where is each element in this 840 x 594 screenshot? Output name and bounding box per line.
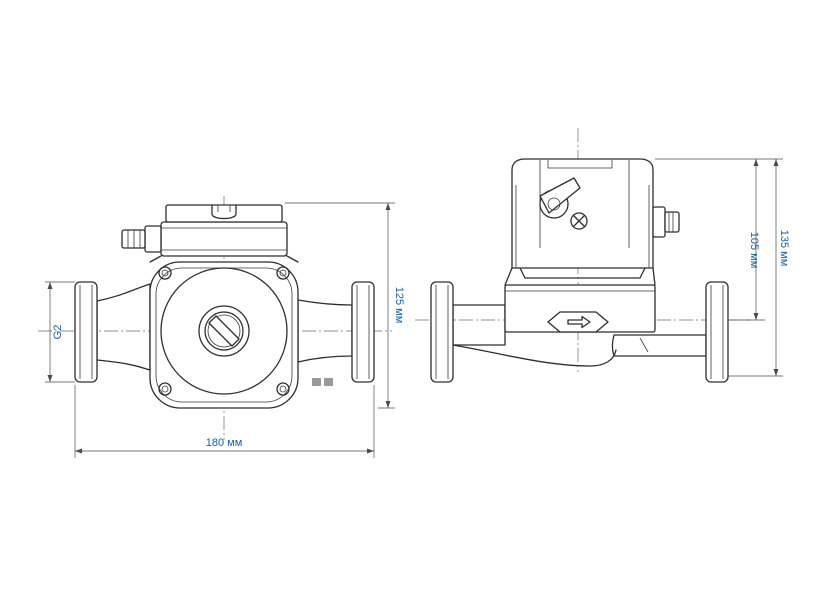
dimension-thread	[45, 281, 75, 383]
housing-bolts	[158, 266, 290, 396]
flow-direction-plate	[547, 311, 609, 333]
side-left-flange	[430, 281, 454, 383]
motor-face	[160, 267, 288, 395]
terminal-box	[160, 221, 288, 257]
dimension-side-height-outer	[728, 158, 783, 377]
side-speed-selector	[539, 177, 581, 219]
vent-screw-slot	[208, 315, 240, 347]
dimension-front-height-label: 125 мм	[393, 287, 405, 324]
right-flange	[351, 281, 375, 383]
dimension-thread-label: G2	[52, 325, 64, 340]
side-motor-collar	[519, 267, 646, 279]
dimension-side-height-inner	[655, 158, 765, 321]
front-view	[38, 196, 395, 458]
terminal-box-lid	[165, 204, 283, 223]
dimension-length-label: 180 мм	[206, 437, 243, 449]
left-flange	[74, 281, 98, 383]
side-lower-pipe-curve	[452, 344, 617, 367]
side-right-flange	[705, 281, 729, 383]
dimension-length	[74, 385, 375, 458]
side-cable-gland	[652, 206, 680, 238]
marking-square-left	[312, 378, 321, 386]
flow-arrow-icon	[567, 315, 591, 329]
side-left-pipe	[452, 304, 506, 346]
side-vent-screw	[570, 212, 588, 230]
side-right-pipe	[611, 334, 707, 357]
left-pipe	[96, 283, 151, 371]
speed-switch	[211, 204, 237, 220]
dimension-front-height	[285, 202, 395, 409]
marking-square-right	[324, 378, 333, 386]
dimension-side-height-outer-label: 135 мм	[778, 230, 790, 267]
cable-gland	[121, 225, 162, 253]
dimension-side-height-inner-label: 105 мм	[748, 232, 760, 269]
side-view	[415, 128, 783, 383]
